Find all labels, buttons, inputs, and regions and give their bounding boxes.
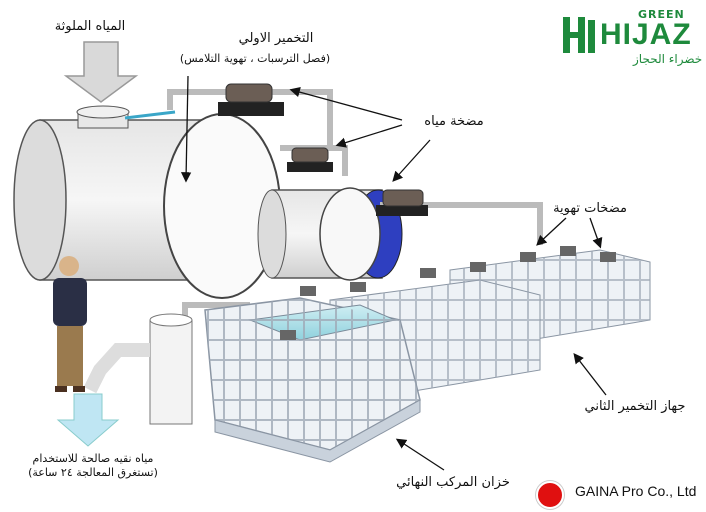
secondary-fermentation-cages — [329, 249, 651, 396]
primary-fermentation-detail: (فصل الترسبات ، تهوية التلامس) — [179, 52, 331, 65]
polluted-water-arrow — [63, 41, 139, 103]
clean-water-label-2: (تستغرق المعالجة ٢٤ ساعة) — [28, 466, 158, 479]
aeration-pump-heads — [280, 246, 616, 340]
primary-fermentation-label: التخمير الاولي — [238, 31, 314, 46]
final-tank-cages — [204, 297, 421, 463]
pump-1 — [218, 83, 284, 116]
person-figure — [53, 256, 87, 392]
polluted-water-label: المياه الملوثة — [54, 19, 126, 34]
logo-main-text: HIJAZ — [600, 18, 692, 51]
primary-fermentation-tank — [13, 105, 281, 299]
aeration-pumps-label: مضخات تهوية — [553, 201, 627, 216]
japan-flag-icon — [536, 481, 564, 509]
secondary-tank — [257, 187, 403, 281]
secondary-fermentation-label: جهاز التخمير الثاني — [584, 399, 686, 414]
water-pump-label: مضخة مياه — [424, 114, 484, 129]
logo-sub-text: خضراء الحجاز — [633, 52, 703, 66]
clean-water-label-1: مياه نقيه صالحة للاستخدام — [32, 452, 154, 465]
annotation-arrows — [180, 75, 607, 471]
logo-mark — [563, 17, 595, 53]
logo-green-text: GREEN — [638, 8, 685, 21]
pump-3 — [376, 189, 428, 216]
clean-water-arrow — [56, 393, 120, 447]
pump-2 — [287, 147, 333, 172]
company-name: GAINA Pro Co., Ltd — [575, 483, 697, 499]
final-tank-label: خزان المركب النهائي — [396, 475, 510, 490]
outlet-column — [83, 313, 193, 425]
